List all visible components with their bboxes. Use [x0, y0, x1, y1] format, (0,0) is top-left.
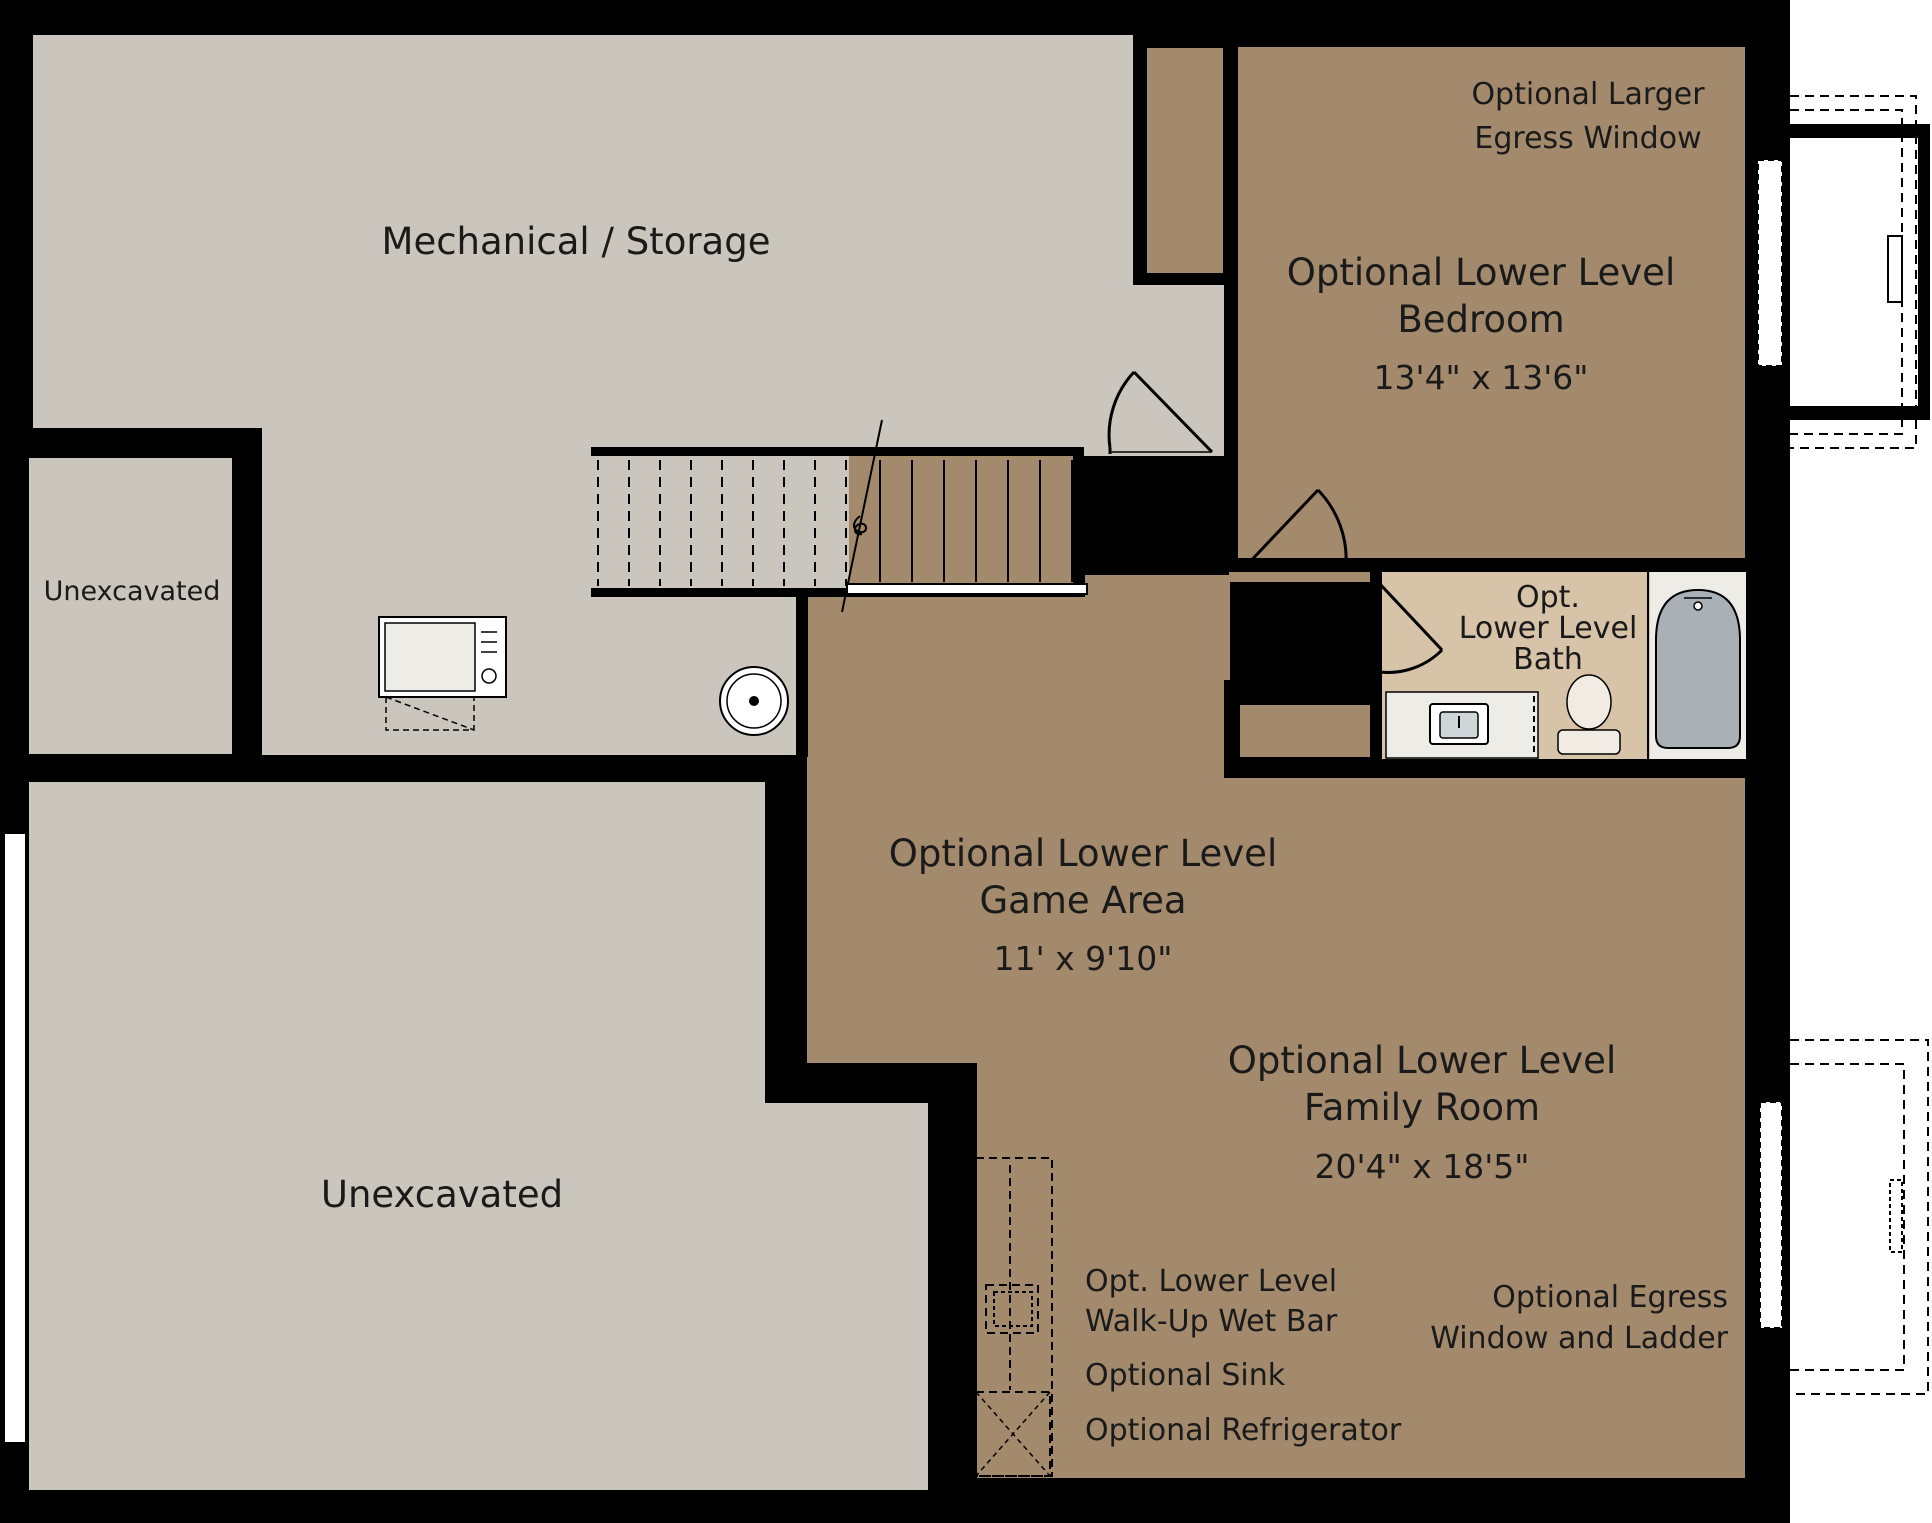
bar-sink-icon — [993, 1291, 1033, 1327]
refrigerator-icon — [975, 1391, 1051, 1477]
window-well-top-dash — [1790, 95, 1917, 449]
closet-interior — [1147, 48, 1223, 273]
label-wet-bar-1: Opt. Lower Level — [1085, 1264, 1337, 1299]
label-bedroom-1: Optional Lower Level — [1287, 251, 1675, 294]
label-family-2: Family Room — [1304, 1086, 1540, 1129]
wall — [591, 587, 806, 597]
wall — [1224, 38, 1238, 570]
label-bedroom-dims: 13'4" x 13'6" — [1374, 358, 1589, 397]
room-mechanical-storage — [33, 35, 1224, 755]
label-wet-bar-2: Walk-Up Wet Bar — [1085, 1304, 1338, 1339]
label-bedroom-2: Bedroom — [1397, 298, 1564, 341]
hall-closet — [1240, 705, 1370, 757]
door-closet — [1262, 630, 1346, 691]
stairs — [591, 419, 1088, 613]
furnace-icon — [378, 616, 507, 731]
label-unexcavated-small: Unexcavated — [44, 576, 221, 607]
wall — [1224, 680, 1240, 776]
wall — [1224, 760, 1746, 778]
ladder-bottom — [1889, 1179, 1903, 1253]
room-bedroom — [1237, 47, 1745, 570]
wall — [796, 597, 808, 757]
label-bath-1: Opt. — [1516, 580, 1580, 615]
label-family-dims: 20'4" x 18'5" — [1315, 1147, 1530, 1186]
door-mechanical — [1107, 370, 1214, 454]
label-sink: Optional Sink — [1085, 1358, 1286, 1393]
label-mechanical: Mechanical / Storage — [382, 220, 771, 263]
room-game-family — [807, 570, 1745, 1478]
door-bath — [1376, 580, 1444, 674]
label-game-1: Optional Lower Level — [889, 832, 1277, 875]
window-well-bottom-dash2 — [1790, 1063, 1905, 1371]
wall — [1228, 690, 1374, 698]
label-family-1: Optional Lower Level — [1228, 1039, 1616, 1082]
window-bottom — [1759, 1101, 1783, 1329]
label-larger-window-1: Optional Larger — [1471, 77, 1705, 112]
room-unexcavated-large — [29, 782, 928, 1490]
label-unexcavated-large: Unexcavated — [321, 1173, 563, 1216]
bathtub-icon — [1655, 588, 1741, 749]
water-heater-icon — [719, 666, 789, 736]
window-top — [1757, 159, 1783, 367]
label-fridge: Optional Refrigerator — [1085, 1413, 1402, 1448]
label-game-2: Game Area — [979, 879, 1186, 922]
wall — [1224, 558, 1382, 572]
door-bedroom — [1242, 488, 1348, 570]
vanity-sink-icon — [1429, 703, 1489, 745]
label-egress-ladder-1: Optional Egress — [1492, 1280, 1728, 1315]
label-larger-window-2: Egress Window — [1474, 121, 1701, 156]
wall — [1370, 570, 1382, 776]
label-bath-2: Lower Level — [1459, 611, 1638, 646]
label-game-dims: 11' x 9'10" — [994, 939, 1173, 978]
label-bath-3: Bath — [1513, 642, 1583, 677]
window-well-bottom-dash — [1790, 1039, 1929, 1395]
wall — [591, 447, 1084, 457]
room-unexcavated-small — [29, 458, 232, 754]
wet-bar — [975, 1157, 1053, 1477]
label-egress-ladder-2: Window and Ladder — [1430, 1321, 1728, 1356]
toilet-icon — [1557, 674, 1621, 755]
window-left — [3, 832, 27, 1444]
ladder-top — [1887, 235, 1903, 303]
